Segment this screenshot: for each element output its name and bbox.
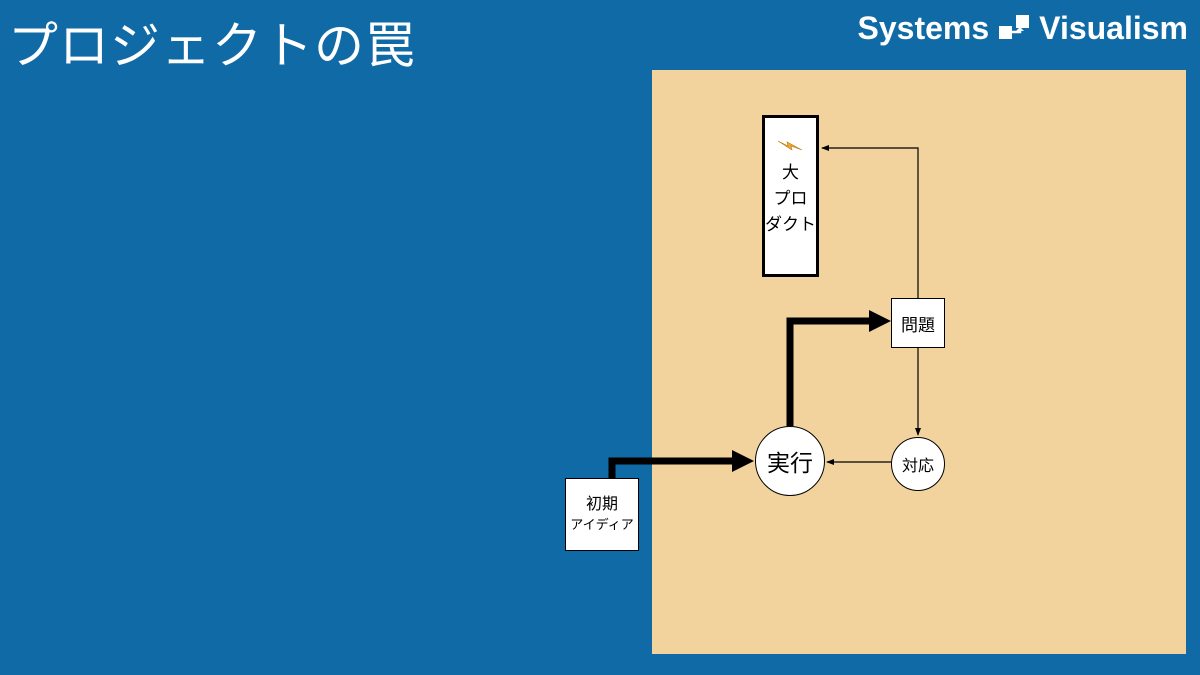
initial-line-1: 初期 <box>585 493 618 513</box>
respond-label: 対応 <box>901 456 934 475</box>
brand-logo: Systems Visualism <box>858 10 1188 46</box>
brand-right-word: Visualism <box>1039 9 1188 46</box>
execute-label: 実行 <box>767 451 813 477</box>
product-line-3: ダクト <box>765 215 816 235</box>
problem-label: 問題 <box>901 315 935 336</box>
node-initial-idea: 初期 アイディア <box>565 478 639 551</box>
edge-problem-to-product <box>821 145 919 298</box>
node-respond: 対応 <box>891 437 945 491</box>
edge-initial-to-execute <box>608 450 754 478</box>
initial-line-2: アイディア <box>570 517 634 533</box>
edge-execute-to-problem <box>786 310 891 426</box>
page-title: プロジェクトの罠 <box>8 17 416 75</box>
node-problem: 問題 <box>891 298 945 348</box>
diagram-panel <box>652 70 1186 654</box>
node-execute: 実行 <box>755 426 825 496</box>
brand-left-word: Systems <box>857 9 990 46</box>
node-large-product: 大 プロ ダクト <box>762 115 819 277</box>
flowchart-icon <box>999 15 1030 39</box>
product-line-1: 大 <box>782 163 799 183</box>
lightning-bolt-icon <box>777 140 803 151</box>
product-line-2: プロ <box>773 189 808 209</box>
